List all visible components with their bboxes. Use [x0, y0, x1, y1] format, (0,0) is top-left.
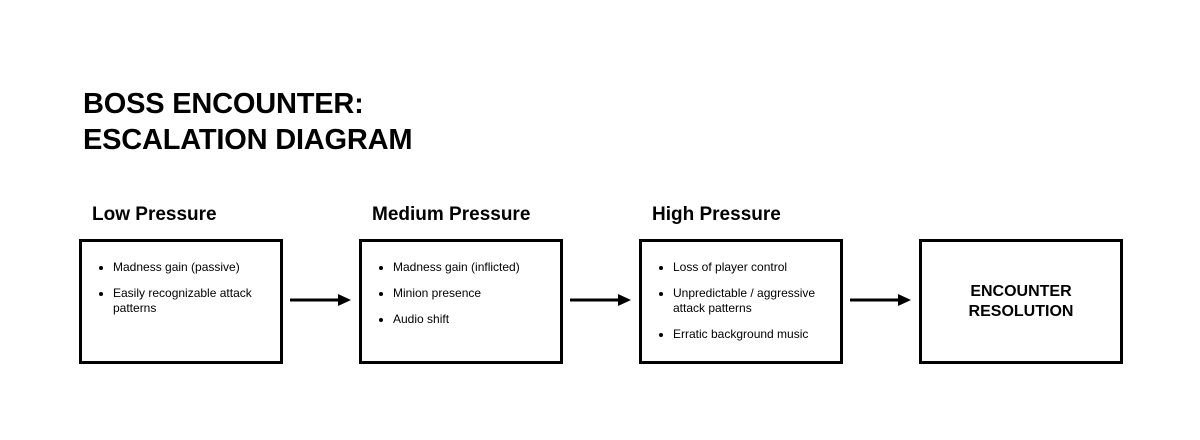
stage-box-low: Madness gain (passive) Easily recognizab…: [79, 239, 283, 364]
arrow-icon: [570, 294, 631, 306]
title-line-2: ESCALATION DIAGRAM: [83, 124, 413, 156]
stage-list-low: Madness gain (passive) Easily recognizab…: [82, 242, 280, 316]
diagram-title: BOSS ENCOUNTER: ESCALATION DIAGRAM: [83, 86, 413, 158]
stage-label-medium: Medium Pressure: [372, 204, 531, 225]
list-item: Erratic background music: [673, 327, 832, 342]
arrow-icon: [850, 294, 911, 306]
stage-list-medium: Madness gain (inflicted) Minion presence…: [362, 242, 560, 327]
list-item: Madness gain (inflicted): [393, 260, 552, 275]
resolution-label: ENCOUNTER RESOLUTION: [969, 282, 1074, 322]
stage-box-high: Loss of player control Unpredictable / a…: [639, 239, 843, 364]
list-item: Minion presence: [393, 286, 552, 301]
list-item: Loss of player control: [673, 260, 832, 275]
list-item: Easily recognizable attack patterns: [113, 286, 272, 316]
resolution-line-1: ENCOUNTER: [970, 282, 1072, 300]
list-item: Audio shift: [393, 312, 552, 327]
arrow-icon: [290, 294, 351, 306]
resolution-box: ENCOUNTER RESOLUTION: [919, 239, 1123, 364]
stage-label-low: Low Pressure: [92, 204, 217, 225]
stage-label-high: High Pressure: [652, 204, 781, 225]
title-line-1: BOSS ENCOUNTER:: [83, 88, 364, 120]
stage-list-high: Loss of player control Unpredictable / a…: [642, 242, 840, 342]
list-item: Madness gain (passive): [113, 260, 272, 275]
list-item: Unpredictable / aggressive attack patter…: [673, 286, 832, 316]
resolution-line-2: RESOLUTION: [968, 302, 1074, 320]
stage-box-medium: Madness gain (inflicted) Minion presence…: [359, 239, 563, 364]
